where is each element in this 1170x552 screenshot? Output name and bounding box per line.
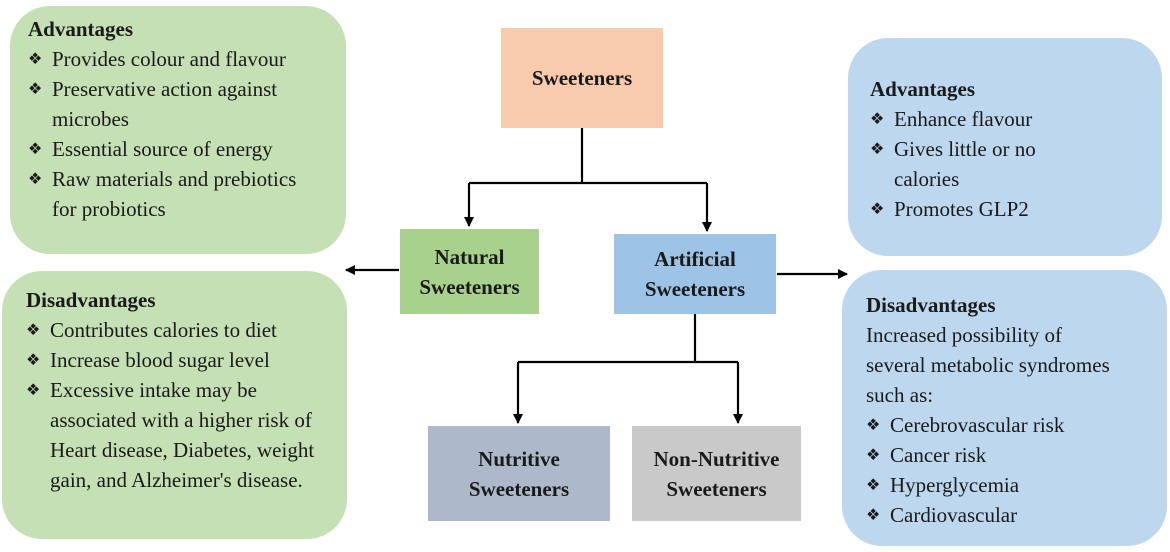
list-item: Hyperglycemia: [866, 470, 1151, 500]
artificial-advantages-heading: Advantages: [870, 77, 976, 101]
nutritive-label-line2: Sweeteners: [468, 476, 570, 501]
sweeteners-node: Sweeteners: [501, 28, 663, 128]
list-item: Gives little or no calories: [870, 134, 1146, 194]
natural-advantages-panel: Advantages Provides colour and flavour P…: [10, 6, 346, 254]
natural-label-line2: Sweeteners: [419, 274, 520, 299]
artificial-sweeteners-node: Artificial Sweeteners: [614, 234, 776, 314]
list-item: Cancer risk: [866, 440, 1151, 470]
natural-disadvantages-heading: Disadvantages: [26, 288, 156, 312]
list-item: Essential source of energy: [28, 134, 326, 164]
nutritive-label-line1: Nutritive: [478, 446, 560, 471]
non-nutritive-sweeteners-node: Non-Nutritive Sweeteners: [632, 426, 801, 521]
artificial-label-line1: Artificial: [654, 247, 736, 271]
artificial-disadvantages-intro: Increased possibility of several metabol…: [866, 323, 1110, 407]
artificial-advantages-list: Enhance flavour Gives little or no calor…: [870, 104, 1146, 224]
list-item: Provides colour and flavour: [28, 44, 326, 74]
list-item: Cerebrovascular risk: [866, 410, 1151, 440]
list-item: Cardiovascular: [866, 500, 1151, 530]
nutritive-sweeteners-node: Nutritive Sweeteners: [428, 426, 610, 521]
list-item: Increase blood sugar level: [26, 345, 327, 375]
natural-sweeteners-node: Natural Sweeteners: [400, 229, 539, 314]
list-item: Contributes calories to diet: [26, 315, 327, 345]
natural-disadvantages-panel: Disadvantages Contributes calories to di…: [2, 271, 347, 539]
natural-advantages-list: Provides colour and flavour Preservative…: [28, 44, 326, 224]
natural-label-line1: Natural: [434, 244, 505, 269]
list-item: Excessive intake may be associated with …: [26, 375, 327, 495]
list-item: Enhance flavour: [870, 104, 1146, 134]
non-nutritive-label-line2: Sweeteners: [666, 476, 767, 501]
list-item: Raw materials and prebiotics for probiot…: [28, 164, 326, 224]
artificial-label-line2: Sweeteners: [644, 277, 746, 301]
artificial-disadvantages-heading: Disadvantages: [866, 293, 996, 317]
sweeteners-label: Sweeteners: [531, 66, 633, 90]
natural-disadvantages-list: Contributes calories to diet Increase bl…: [26, 315, 327, 495]
non-nutritive-label-line1: Non-Nutritive: [653, 446, 780, 471]
artificial-advantages-panel: Advantages Enhance flavour Gives little …: [848, 38, 1162, 256]
artificial-disadvantages-list: Cerebrovascular risk Cancer risk Hypergl…: [866, 410, 1151, 530]
artificial-disadvantages-panel: Disadvantages Increased possibility of s…: [842, 270, 1167, 546]
list-item: Promotes GLP2: [870, 194, 1146, 224]
list-item: Preservative action against microbes: [28, 74, 326, 134]
natural-advantages-heading: Advantages: [28, 17, 134, 41]
